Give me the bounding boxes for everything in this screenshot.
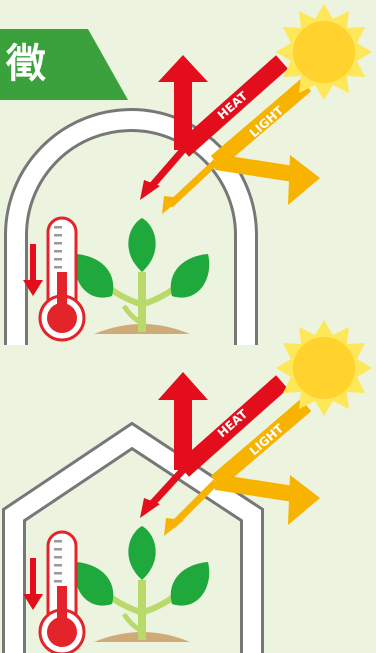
heat-inside-arrowhead-2	[140, 498, 160, 518]
temp-down-arrowhead	[23, 280, 43, 296]
light-reflect-arrowhead-2	[288, 475, 320, 525]
thermometer-icon-2	[38, 530, 86, 653]
heat-reflect-arrowhead	[158, 55, 208, 82]
light-inside-arrowhead	[162, 196, 182, 214]
heat-reflect-arrowhead-2	[158, 372, 208, 400]
bottom-panel: HEAT LIGHT	[1, 320, 372, 653]
category-tag-text: 徵	[6, 41, 46, 87]
light-reflect-arrowhead	[288, 155, 320, 205]
heat-incoming-arrow	[177, 55, 288, 157]
light-inside-arrowhead-2	[164, 518, 184, 536]
arch-greenhouse-frame	[6, 111, 255, 345]
heat-inside-arrow-2	[147, 467, 186, 509]
heat-incoming-arrow-2	[177, 375, 288, 477]
thermometer-icon	[38, 216, 86, 342]
heat-inside-arrowhead	[140, 180, 160, 200]
light-label-2: LIGHT	[247, 421, 287, 458]
light-reflect-arrow	[214, 154, 302, 183]
plant-icon-2	[75, 526, 209, 642]
heat-inside-arrow	[147, 147, 186, 191]
plant-icon	[75, 218, 209, 334]
top-panel: HEAT LIGHT	[3, 4, 372, 345]
light-incoming-arrow-2	[210, 398, 312, 489]
light-incoming-arrow	[210, 78, 312, 169]
light-reflect-arrow-2	[214, 474, 302, 503]
temp-down-arrowhead-2	[23, 594, 43, 610]
light-inside-arrow-2	[169, 479, 219, 529]
sun-icon	[276, 4, 372, 100]
gable-greenhouse-frame	[4, 425, 261, 653]
sun-icon-2	[276, 320, 372, 416]
